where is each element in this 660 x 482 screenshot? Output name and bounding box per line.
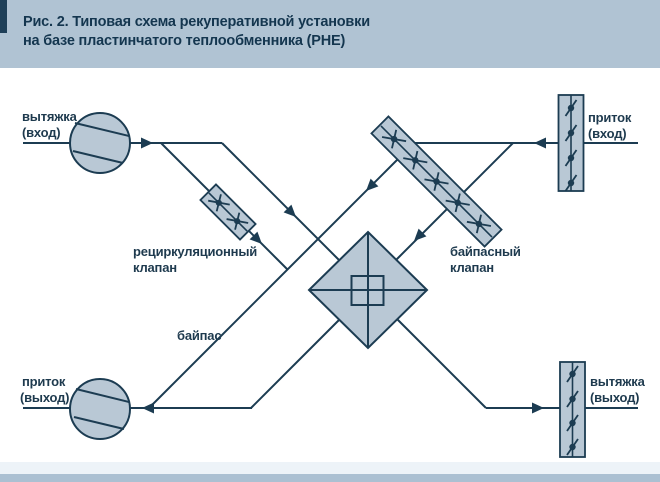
label-supply-out-2: (выход) (20, 390, 69, 405)
bypass-line (148, 157, 400, 409)
arrow-downright-icon (249, 231, 262, 244)
damper-icon (557, 94, 585, 192)
extract-out-diagonal-line (394, 316, 487, 409)
scheme-labels: вытяжка (вход) приток (вход) рециркуляци… (20, 109, 646, 405)
supply-out-diagonal-line (250, 315, 344, 409)
fan-icon (69, 378, 131, 440)
arrow-right-icon (532, 402, 544, 414)
arrow-right-icon (141, 137, 153, 149)
footer-strip-steel (0, 474, 660, 482)
bypass-valve-icon (370, 115, 503, 248)
label-bypass-valve: байпасный (450, 244, 521, 259)
extract-to-hx-line (221, 142, 345, 266)
label-extract-in-2: (вход) (22, 125, 60, 140)
label-supply-in-2: (вход) (588, 126, 626, 141)
label-bypass-valve-2: клапан (450, 260, 494, 275)
fan-icon (69, 112, 131, 174)
label-extract-in: вытяжка (22, 109, 78, 124)
label-supply-in: приток (588, 110, 632, 125)
label-bypass: байпас (177, 328, 221, 343)
arrow-downleft-icon (414, 228, 427, 241)
accent-bar (0, 0, 7, 33)
label-recirculation-valve: рециркуляционный (133, 244, 257, 259)
figure-header: Рис. 2. Типовая схема рекуперативной уст… (0, 0, 660, 68)
damper-icon (559, 361, 586, 458)
footer-strip-pale (0, 462, 660, 474)
label-extract-out: вытяжка (590, 374, 646, 389)
figure-title-line2: на базе пластинчатого теплообменника (PH… (23, 33, 346, 49)
arrow-downright-icon (283, 204, 296, 217)
plate-heat-exchanger-icon (307, 230, 429, 350)
label-supply-out: приток (22, 374, 66, 389)
arrow-left-icon (142, 402, 154, 414)
label-extract-out-2: (выход) (590, 390, 639, 405)
figure-title-line1: Рис. 2. Типовая схема рекуперативной уст… (23, 14, 370, 30)
recirculation-valve-icon (199, 183, 257, 241)
arrow-downleft-icon (366, 178, 379, 191)
label-recirculation-valve-2: клапан (133, 260, 177, 275)
figure-title: Рис. 2. Типовая схема рекуперативной уст… (23, 13, 370, 51)
arrow-left-icon (534, 137, 546, 149)
